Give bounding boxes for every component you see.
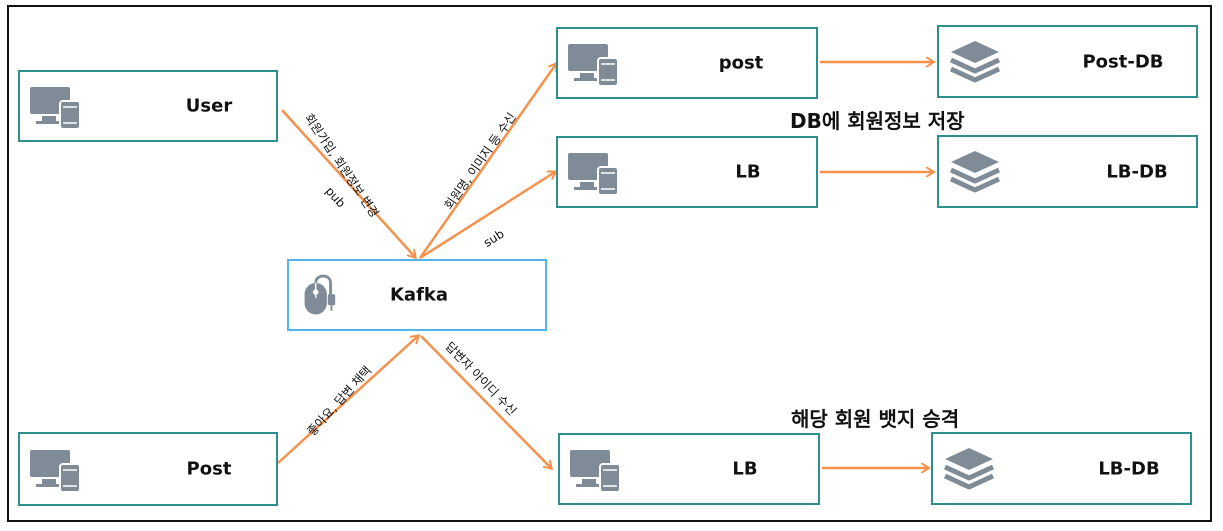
arrow-kafka-to-post — [418, 64, 556, 259]
node-post-db[interactable]: Post-DB — [937, 25, 1198, 98]
arrow-kafka-to-lb-bottom — [420, 335, 551, 468]
node-label-lb-service-bottom: LB — [732, 458, 758, 480]
node-label-post-db: Post-DB — [1082, 51, 1164, 72]
annotation-db-save: DB에 회원정보 저장 — [790, 109, 965, 133]
mouse-icon — [304, 274, 336, 315]
node-label-lb-db-bottom: LB-DB — [1098, 458, 1160, 479]
layers-database-icon — [949, 40, 1001, 82]
desktop-mobile-icon — [30, 450, 81, 493]
node-user[interactable]: User — [18, 70, 278, 142]
layers-database-icon — [943, 447, 995, 489]
node-label-kafka: Kafka — [389, 284, 449, 306]
layers-database-icon — [949, 150, 1001, 192]
node-label-lb-service-top: LB — [735, 161, 761, 183]
node-post-service[interactable]: post — [556, 27, 818, 99]
node-lb-db-bottom[interactable]: LB-DB — [931, 432, 1192, 505]
desktop-mobile-icon — [570, 450, 621, 493]
node-lb-service-bottom[interactable]: LB — [558, 433, 820, 505]
node-label-lb-db-top: LB-DB — [1106, 161, 1168, 182]
arrow-user-to-kafka — [281, 109, 415, 257]
desktop-mobile-icon — [568, 153, 619, 196]
annotation-badge-upgrade: 해당 회원 뱃지 승격 — [791, 407, 960, 431]
node-label-post-source: Post — [186, 458, 232, 480]
node-label-user: User — [185, 95, 233, 117]
node-kafka[interactable]: Kafka — [287, 259, 547, 331]
node-lb-service-top[interactable]: LB — [556, 136, 818, 208]
desktop-mobile-icon — [30, 87, 81, 130]
node-post-source[interactable]: Post — [18, 432, 278, 506]
arrow-post-to-kafka — [277, 336, 418, 464]
desktop-mobile-icon — [568, 44, 619, 87]
node-label-post-service: post — [718, 52, 764, 74]
diagram-frame — [7, 5, 1212, 522]
node-lb-db-top[interactable]: LB-DB — [937, 135, 1198, 208]
arrow-kafka-to-lb-top — [419, 172, 555, 260]
